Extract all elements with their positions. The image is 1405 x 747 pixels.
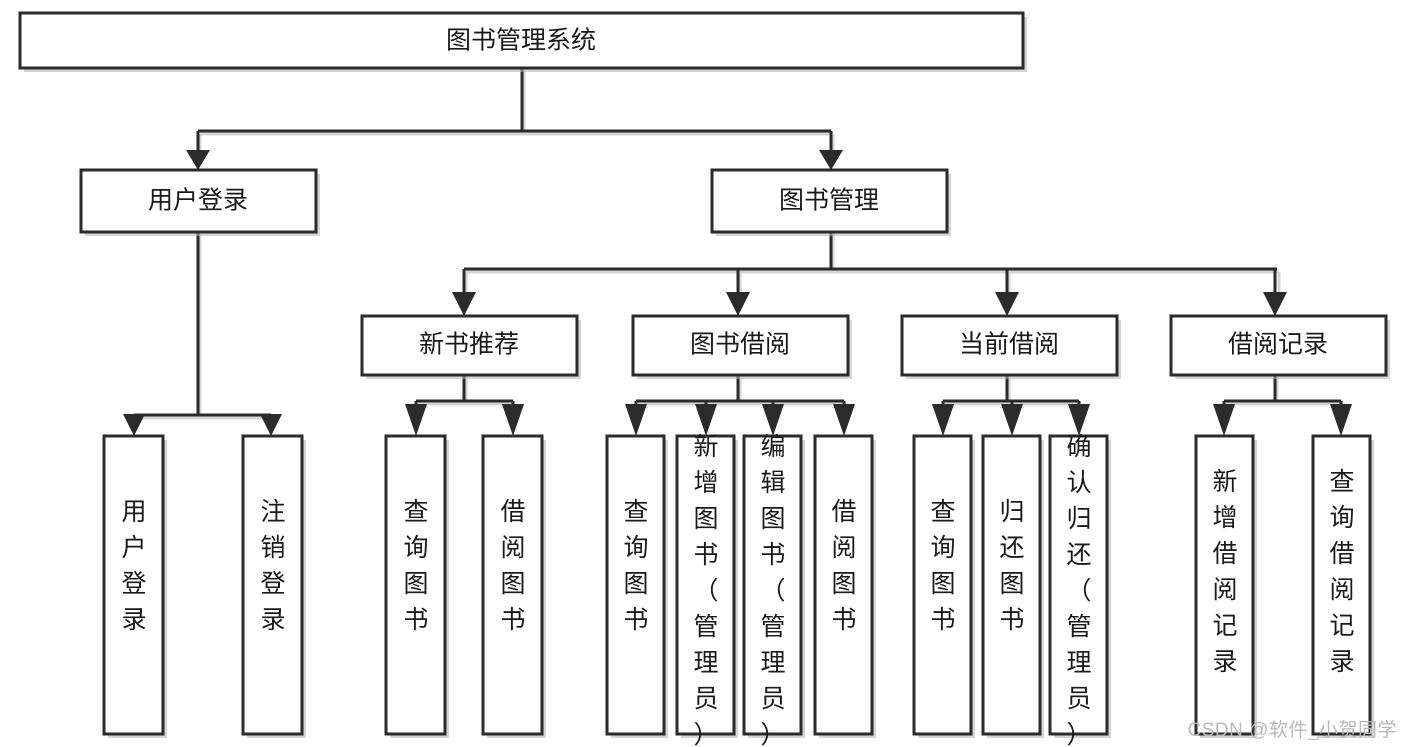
node-leaf-query-book-1[interactable]: 查询图书 (384, 434, 449, 738)
arrow-to-newbook (452, 292, 476, 316)
node-leaf-edit-book[interactable]: 编辑图书（管理员） (742, 433, 805, 747)
arrow-to-leaf1 (123, 414, 145, 436)
arrow-to-leaf6 (695, 404, 717, 436)
arrow-to-leaf9 (932, 404, 954, 436)
node-leaf-query-book-3[interactable]: 查询图书 (912, 434, 975, 738)
node-borrow-records-label: 借阅记录 (1228, 331, 1328, 359)
edge-newbook-to-leaves (405, 375, 524, 436)
node-leaf-logout[interactable]: 注销登录 (241, 434, 306, 738)
node-leaf-logout-label: 注销登录 (260, 498, 285, 634)
node-borrow-records[interactable]: 借阅记录 (1169, 314, 1390, 379)
node-leaf-query-record[interactable]: 查询借阅记录 (1311, 434, 1374, 738)
node-user-login[interactable]: 用户登录 (79, 168, 320, 236)
node-leaf-user-login-label: 用户登录 (121, 498, 146, 634)
csdn-watermark: CSDN @软件_小贺同学 (1187, 720, 1397, 741)
node-leaf-query-book-2-label: 查询图书 (623, 498, 648, 634)
arrow-to-leaf7 (762, 404, 784, 436)
node-book-management-label: 图书管理 (779, 187, 879, 215)
node-leaf-query-book-2[interactable]: 查询图书 (605, 434, 668, 738)
node-leaf-confirm-return-label: 确认归还（管理员） (1066, 433, 1091, 747)
node-leaf-edit-book-label: 编辑图书（管理员） (760, 433, 785, 747)
node-book-borrow-label: 图书借阅 (690, 331, 790, 359)
arrow-to-leaf10 (1001, 404, 1023, 436)
edge-root-to-level2 (186, 68, 843, 170)
arrow-to-leaf5 (625, 404, 647, 436)
arrow-to-leaf12 (1213, 404, 1235, 436)
arrow-to-leaf11 (1068, 404, 1090, 436)
node-user-login-label: 用户登录 (148, 187, 248, 215)
node-leaf-add-book[interactable]: 新增图书（管理员） (675, 433, 738, 747)
edge-current-to-leaves (932, 375, 1090, 436)
node-leaf-return-book-label: 归还图书 (999, 498, 1024, 634)
arrow-to-leaf8 (833, 404, 855, 436)
node-leaf-borrow-book-1[interactable]: 借阅图书 (481, 434, 546, 738)
node-leaf-borrow-book-2[interactable]: 借阅图书 (813, 434, 876, 738)
node-leaf-query-record-label: 查询借阅记录 (1329, 468, 1354, 676)
arrow-to-records (1263, 292, 1287, 316)
node-leaf-borrow-book-1-label: 借阅图书 (500, 498, 525, 634)
node-leaf-add-record-label: 新增借阅记录 (1212, 468, 1237, 676)
arrow-to-current (995, 292, 1019, 316)
node-leaf-borrow-book-2-label: 借阅图书 (831, 498, 856, 634)
node-new-book-recommend-label: 新书推荐 (419, 331, 519, 359)
node-leaf-query-book-3-label: 查询图书 (930, 498, 955, 634)
arrow-to-leaf4 (502, 404, 524, 436)
node-leaf-user-login[interactable]: 用户登录 (102, 434, 167, 738)
arrow-to-book-mgmt (819, 150, 843, 170)
arrow-to-leaf3 (405, 404, 427, 436)
node-root[interactable]: 图书管理系统 (18, 11, 1027, 72)
node-book-borrow[interactable]: 图书借阅 (631, 314, 852, 379)
node-leaf-confirm-return[interactable]: 确认归还（管理员） (1048, 433, 1111, 747)
node-leaf-query-book-1-label: 查询图书 (403, 498, 428, 634)
node-current-borrow-label: 当前借阅 (959, 331, 1059, 359)
node-new-book-recommend[interactable]: 新书推荐 (360, 314, 581, 379)
arrow-to-user-login (186, 150, 210, 170)
edge-records-to-leaves (1213, 375, 1352, 436)
edge-borrow-to-leaves (625, 375, 855, 436)
arrow-to-leaf2 (260, 414, 282, 436)
edge-login-to-leaves (123, 232, 282, 436)
edge-layer (123, 68, 1352, 436)
node-leaf-return-book[interactable]: 归还图书 (981, 434, 1044, 738)
node-book-management[interactable]: 图书管理 (710, 168, 951, 236)
node-leaf-add-record[interactable]: 新增借阅记录 (1194, 434, 1257, 738)
arrow-to-leaf13 (1330, 404, 1352, 436)
edge-bookmgmt-to-level3 (452, 232, 1287, 316)
node-current-borrow[interactable]: 当前借阅 (900, 314, 1121, 379)
node-leaf-add-book-label: 新增图书（管理员） (693, 433, 718, 747)
node-root-label: 图书管理系统 (446, 27, 596, 55)
arrow-to-borrow (726, 292, 750, 316)
